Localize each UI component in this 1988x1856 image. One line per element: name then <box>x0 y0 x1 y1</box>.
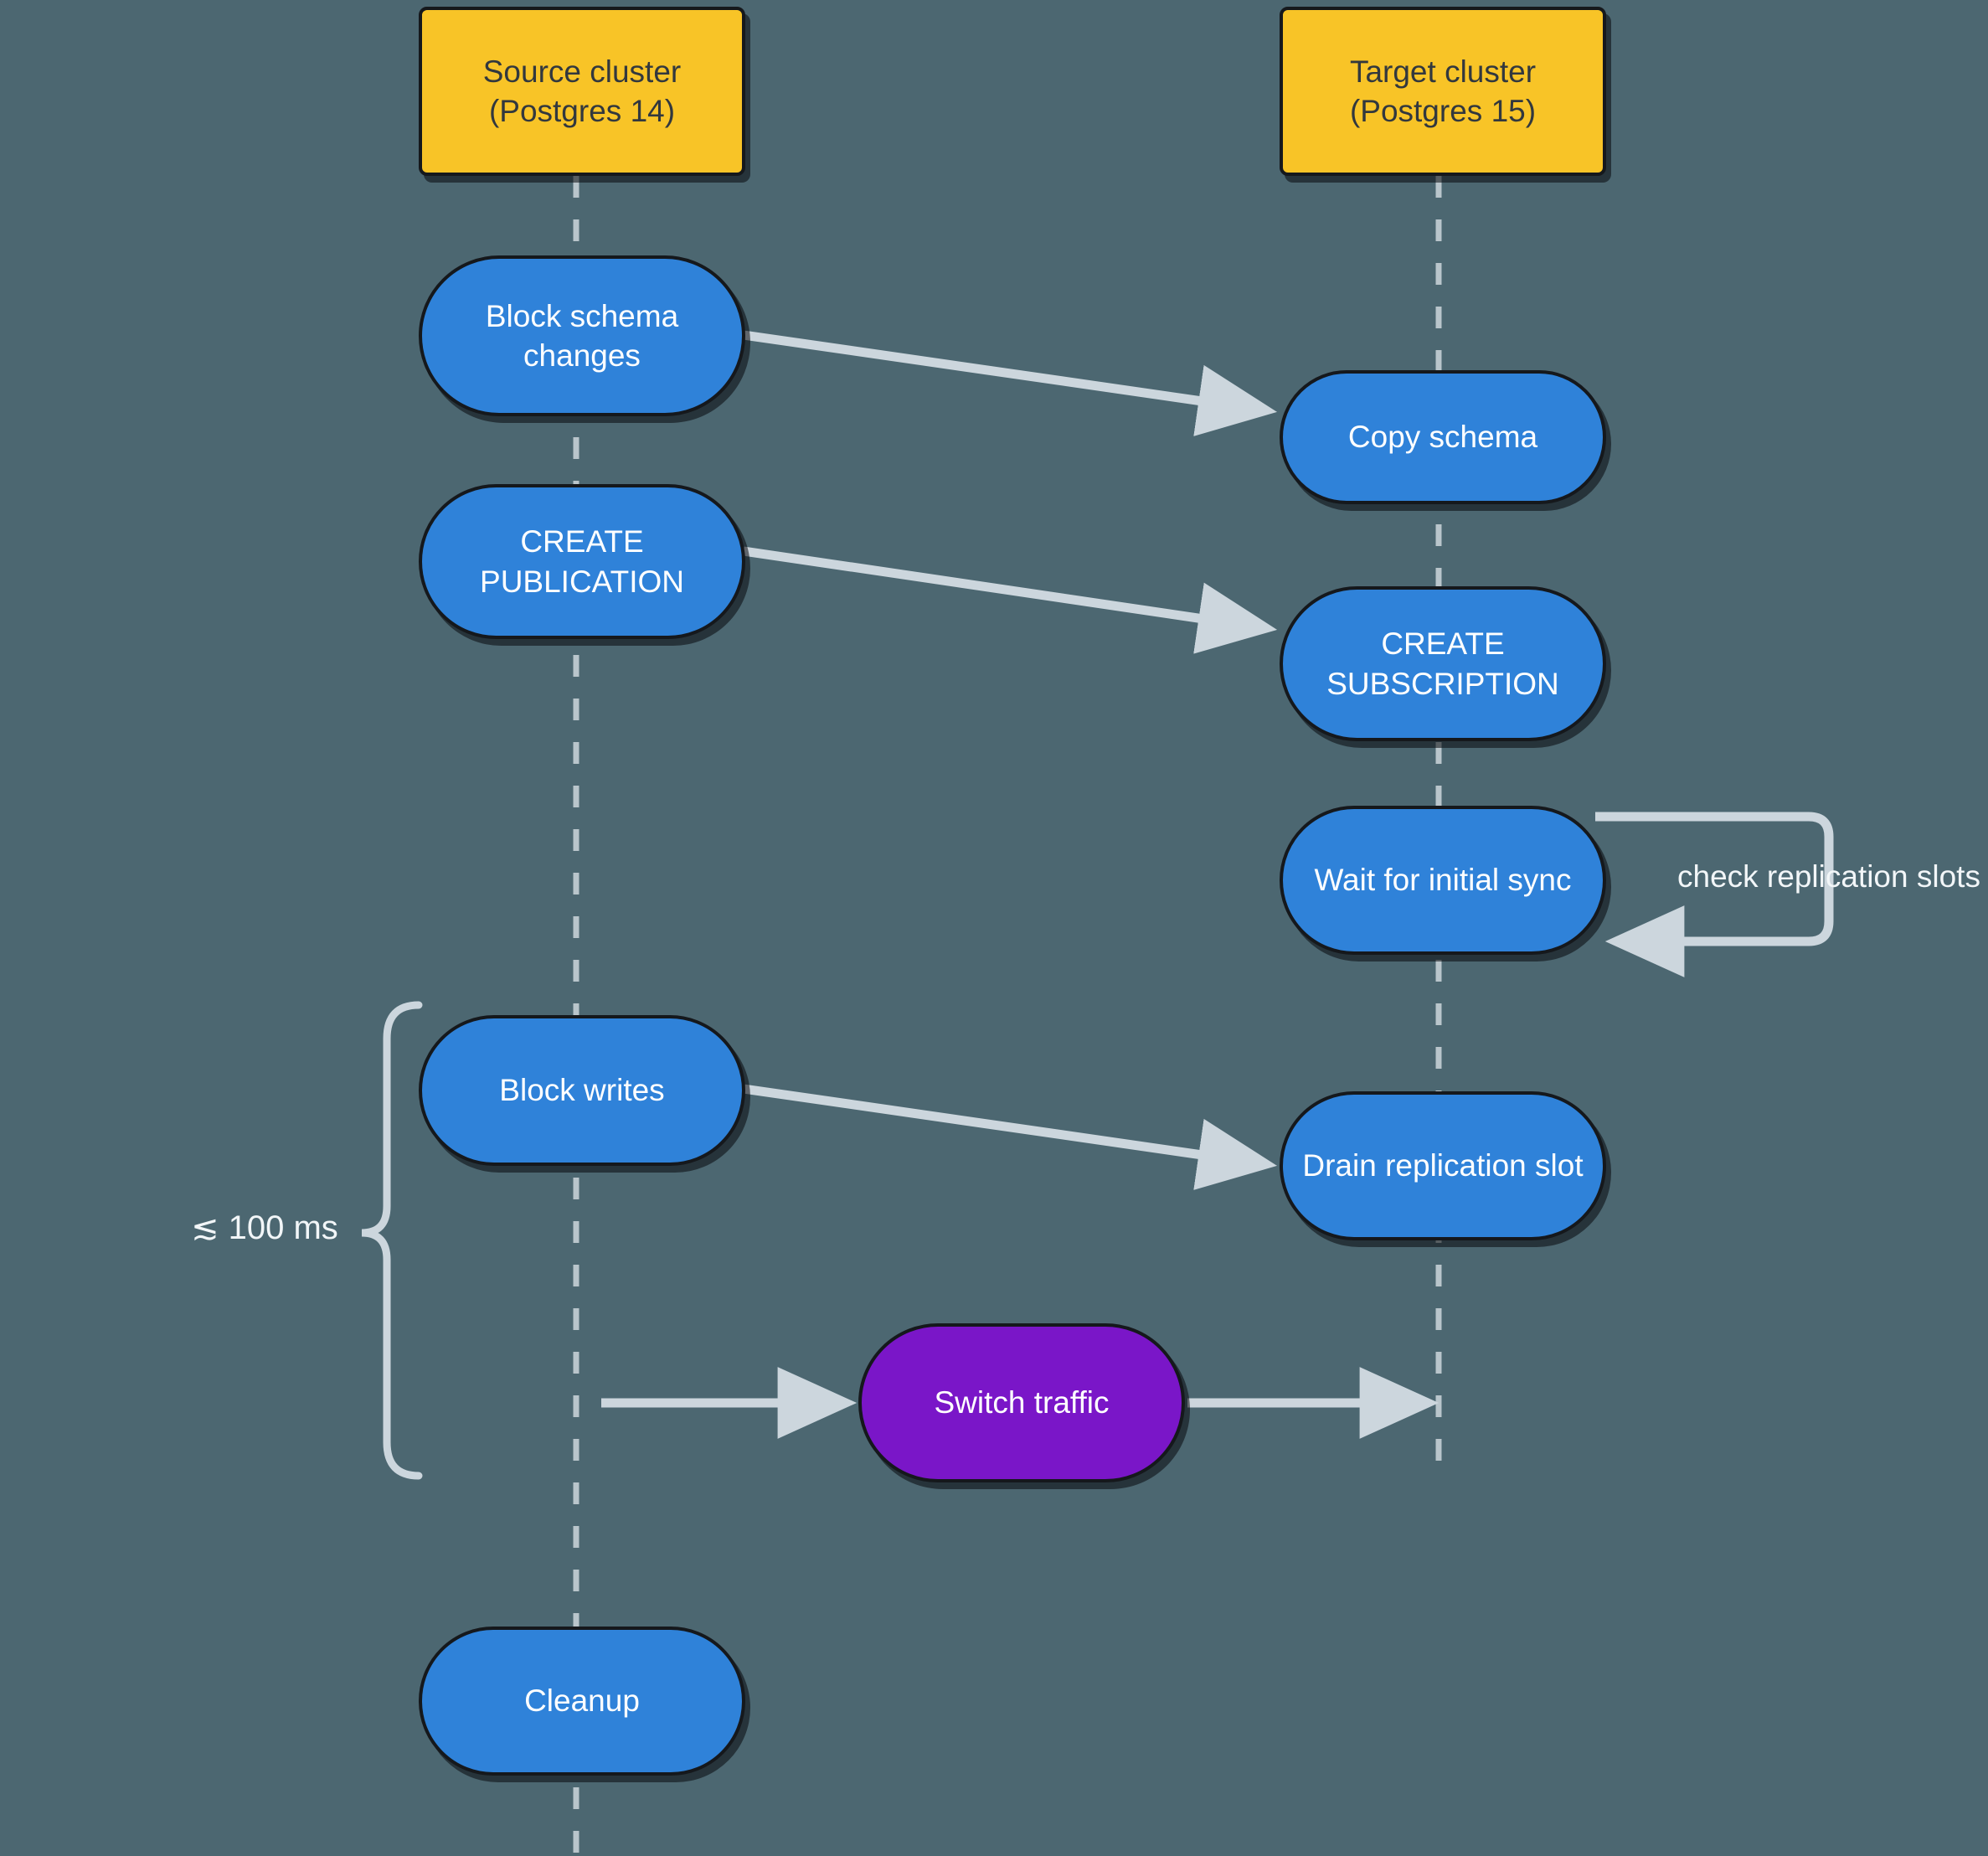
annotation-downtime-label: ≲ 100 ms <box>191 1209 338 1247</box>
edge-label-check-replication-slots: check replication slots <box>1677 859 1980 894</box>
node-cleanup-label: Cleanup <box>524 1683 640 1719</box>
node-block-schema-changes[interactable]: Block schema changes <box>419 255 745 416</box>
annotation-downtime-text: ≲ 100 ms <box>191 1209 338 1246</box>
node-cleanup[interactable]: Cleanup <box>419 1627 745 1776</box>
node-block-writes-label: Block writes <box>499 1073 665 1108</box>
node-switch-traffic[interactable]: Switch traffic <box>858 1323 1185 1482</box>
edge-publication-to-subscription <box>743 546 1278 654</box>
actor-target-cluster[interactable]: Target cluster (Postgres 15) <box>1280 7 1606 176</box>
node-switch-traffic-label: Switch traffic <box>934 1385 1110 1420</box>
node-block-schema-changes-label: Block schema changes <box>485 298 679 373</box>
node-wait-for-initial-sync-label: Wait for initial sync <box>1314 863 1572 898</box>
node-drain-replication-slot-label: Drain replication slot <box>1302 1148 1584 1183</box>
actor-source-cluster-label: Source cluster (Postgres 14) <box>482 54 682 128</box>
node-wait-for-initial-sync[interactable]: Wait for initial sync <box>1280 806 1606 955</box>
node-copy-schema-label: Copy schema <box>1347 420 1538 455</box>
node-copy-schema[interactable]: Copy schema <box>1280 370 1606 504</box>
node-create-publication[interactable]: CREATE PUBLICATION <box>419 484 745 639</box>
edge-block-writes-to-drain-slot <box>743 1084 1278 1190</box>
downtime-brace <box>361 1001 423 1480</box>
edge-block-schema-to-copy-schema <box>743 330 1278 436</box>
edge-label-check-replication-slots-text: check replication slots <box>1677 859 1980 894</box>
node-drain-replication-slot[interactable]: Drain replication slot <box>1280 1091 1606 1240</box>
node-create-publication-label: CREATE PUBLICATION <box>480 524 684 599</box>
actor-source-cluster[interactable]: Source cluster (Postgres 14) <box>419 7 745 176</box>
node-create-subscription[interactable]: CREATE SUBSCRIPTION <box>1280 586 1606 741</box>
node-create-subscription-label: CREATE SUBSCRIPTION <box>1326 626 1559 701</box>
actor-target-cluster-label: Target cluster (Postgres 15) <box>1349 54 1537 128</box>
node-block-writes[interactable]: Block writes <box>419 1015 745 1166</box>
